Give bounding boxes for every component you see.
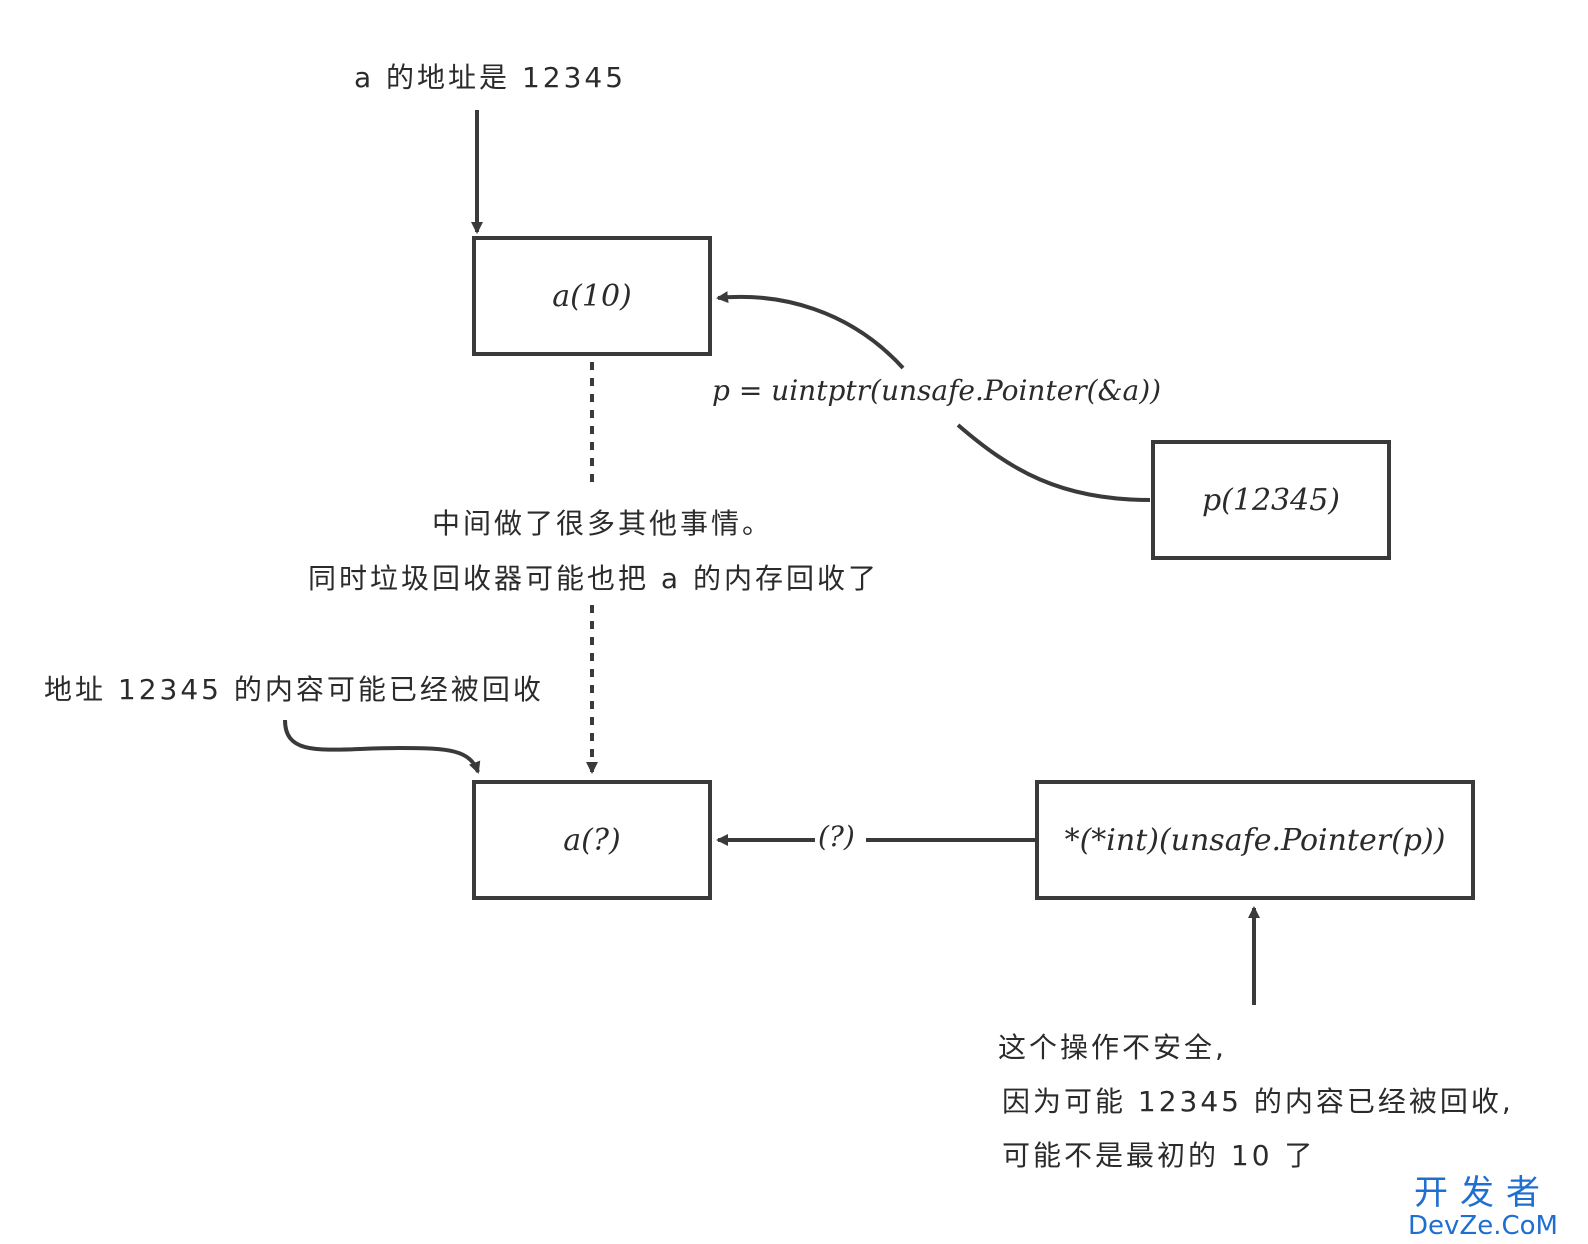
box-a10-label: a(10) xyxy=(552,278,632,314)
arrow-recycled-to-box xyxy=(283,719,481,774)
label-unsafe-2: 因为可能 12345 的内容已经被回收, xyxy=(1002,1085,1514,1118)
watermark-logo: 开发者 DevZe.CoM xyxy=(1408,1174,1558,1240)
box-a-unknown-label: a(?) xyxy=(563,822,621,858)
watermark-en: DevZe.CoM xyxy=(1408,1211,1558,1241)
label-unknown-edge: (?) xyxy=(818,820,855,853)
label-middle-1: 中间做了很多其他事情。 xyxy=(432,507,774,540)
label-addr-recycled: 地址 12345 的内容可能已经被回收 xyxy=(44,673,544,706)
box-deref-label: *(*int)(unsafe.Pointer(p)) xyxy=(1064,822,1446,858)
box-a-unknown: a(?) xyxy=(472,780,712,900)
box-p12345-label: p(12345) xyxy=(1201,482,1341,518)
label-unsafe-1: 这个操作不安全, xyxy=(998,1031,1227,1064)
box-deref: *(*int)(unsafe.Pointer(p)) xyxy=(1035,780,1475,900)
label-assign-p: p = uintptr(unsafe.Pointer(&a)) xyxy=(712,374,1162,407)
watermark-cn: 开发者 xyxy=(1414,1173,1552,1213)
box-a10: a(10) xyxy=(472,236,712,356)
box-p12345: p(12345) xyxy=(1151,440,1391,560)
label-addr-a: a 的地址是 12345 xyxy=(354,61,627,94)
arrow-p-to-a10-upper xyxy=(716,291,905,370)
arrow-p-to-a10-lower xyxy=(956,423,1151,502)
label-unsafe-3: 可能不是最初的 10 了 xyxy=(1002,1139,1316,1172)
label-middle-2: 同时垃圾回收器可能也把 a 的内存回收了 xyxy=(308,562,879,595)
